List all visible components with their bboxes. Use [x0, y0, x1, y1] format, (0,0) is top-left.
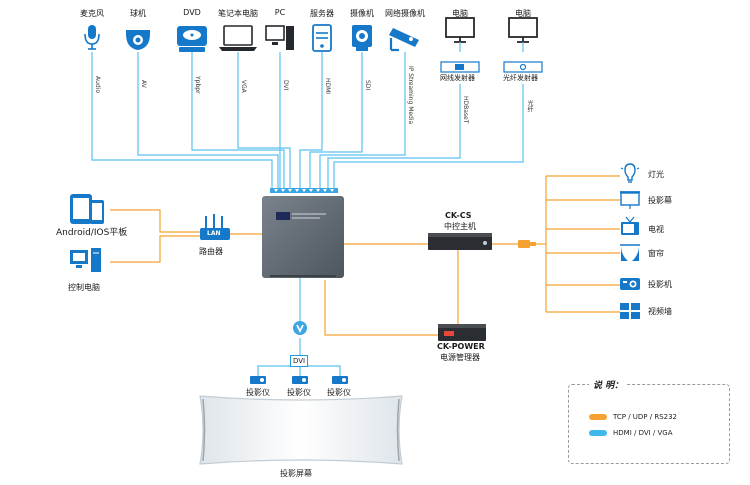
remote-source-label-2: 电脑 — [515, 9, 531, 18]
controller-model: CK-CS — [445, 211, 472, 220]
controller-device — [428, 233, 492, 250]
control-pc-icon — [70, 248, 101, 272]
dvi-badge: DVI — [290, 355, 309, 367]
projection-screen — [199, 395, 403, 465]
server-icon — [312, 24, 332, 52]
projector-label-3: 投影仪 — [327, 388, 351, 397]
signal-label-dvi: DVI — [282, 80, 289, 91]
signal-label-ip-streaming: IP Streaming Media — [407, 66, 414, 125]
signal-label-fiber: 光纤 — [526, 100, 533, 112]
projector-unit-3 — [332, 376, 348, 384]
output-label-video-wall: 视频墙 — [648, 307, 672, 316]
dome-camera-icon — [126, 30, 150, 50]
signal-label-hdmi: HDMI — [324, 78, 331, 95]
control-connection-lines — [110, 175, 620, 336]
projector-unit-2 — [292, 376, 308, 384]
signal-label-av: AV — [140, 80, 147, 88]
router-icon — [200, 214, 230, 240]
legend-swatch-blue — [589, 430, 607, 436]
legend-label-av: HDMI / DVI / VGA — [613, 429, 673, 437]
laptop-icon — [219, 25, 257, 51]
power-manager-name: 电源管理器 — [440, 353, 480, 362]
ip-camera-icon — [389, 28, 419, 52]
fiber-transmitter-label: 光纤发射器 — [503, 74, 538, 82]
output-label-light: 灯光 — [648, 170, 664, 179]
output-label-projection-screen: 投影幕 — [648, 196, 672, 205]
source-label-laptop: 笔记本电脑 — [218, 9, 258, 18]
screen-label: 投影屏幕 — [280, 469, 312, 478]
source-label-dome-camera: 球机 — [130, 9, 146, 18]
projector-unit-1 — [250, 376, 266, 384]
projection-screen-icon — [620, 191, 640, 209]
av-connection-lines — [91, 52, 524, 376]
remote-source-label-1: 电脑 — [452, 9, 468, 18]
output-label-projector: 投影机 — [648, 280, 672, 289]
control-pc-label: 控制电脑 — [68, 283, 100, 292]
matrix-switcher — [262, 188, 344, 278]
curtain-icon — [620, 244, 640, 261]
video-wall-icon — [620, 303, 640, 319]
projector-label-1: 投影仪 — [246, 388, 270, 397]
projector-label-2: 投影仪 — [287, 388, 311, 397]
light-icon — [620, 163, 640, 183]
legend-item-control: TCP / UDP / RS232 — [589, 413, 677, 421]
projector-icon — [620, 278, 640, 290]
signal-label-audio: Audio — [94, 76, 101, 94]
microphone-icon — [84, 25, 100, 50]
output-label-tv: 电视 — [648, 225, 664, 234]
router-lan-badge: LAN — [207, 230, 221, 237]
controller-name: 中控主机 — [444, 222, 476, 231]
legend-swatch-orange — [589, 414, 607, 420]
fiber-transmitter — [503, 61, 543, 73]
power-manager-model: CK-POWER — [437, 342, 485, 351]
source-label-camera: 摄像机 — [350, 9, 374, 18]
tablet-label: Android/IOS平板 — [56, 228, 128, 238]
tv-icon — [621, 216, 639, 235]
camera-icon — [352, 25, 372, 51]
source-label-pc: PC — [274, 8, 286, 17]
power-manager-device — [438, 324, 486, 341]
router-label: 路由器 — [199, 247, 223, 256]
remote-computer-2 — [508, 17, 538, 52]
source-label-ip-camera: 网络摄像机 — [385, 9, 425, 18]
signal-label-hdbaset: HDBaseT — [462, 96, 469, 124]
legend-title: 说 明： — [589, 378, 628, 391]
signal-label-ypbpr: Ypbpr — [194, 76, 201, 94]
legend: 说 明： TCP / UDP / RS232 HDMI / DVI / VGA — [568, 378, 730, 464]
pc-icon — [265, 25, 294, 50]
signal-label-sdi: SDI — [364, 80, 371, 91]
source-label-dvd: DVD — [183, 8, 201, 17]
controller-connector — [518, 240, 536, 248]
output-label-curtain: 窗帘 — [648, 249, 664, 258]
hdbaset-transmitter-label: 网线发射器 — [440, 74, 475, 82]
hdbaset-transmitter — [440, 61, 480, 73]
dvd-player-icon — [177, 26, 207, 52]
source-label-microphone: 麦克风 — [80, 9, 104, 18]
legend-label-control: TCP / UDP / RS232 — [613, 413, 677, 421]
source-label-server: 服务器 — [310, 9, 334, 18]
legend-item-av: HDMI / DVI / VGA — [589, 429, 673, 437]
signal-label-vga: VGA — [240, 80, 247, 93]
remote-computer-1 — [445, 17, 475, 52]
tablet-phone-icon — [70, 194, 104, 224]
down-arrow-icon — [293, 321, 307, 335]
